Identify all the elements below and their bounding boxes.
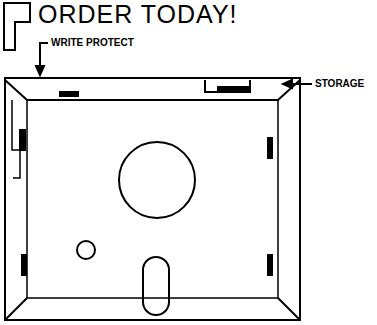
arrow-head [36, 66, 44, 75]
slot [268, 138, 272, 158]
slot [218, 87, 248, 91]
write-protect-notch [12, 100, 20, 178]
part-label: WRITE PROTECT [50, 38, 135, 48]
fold-line [5, 80, 300, 100]
hub-hole [119, 142, 195, 218]
fold-line [5, 298, 300, 320]
head-window [143, 257, 169, 315]
write-protect-tab [4, 3, 30, 50]
slot [268, 255, 272, 275]
index-hole [77, 241, 95, 259]
part-label: STORAGE [314, 79, 365, 89]
fold-line [27, 100, 278, 298]
slot [60, 92, 78, 96]
disk-jacket [5, 78, 300, 320]
slot [20, 130, 25, 150]
heading: ORDER TODAY! [38, 2, 238, 27]
slot [22, 255, 26, 275]
arrow-head [283, 80, 292, 88]
label-area [205, 80, 250, 92]
